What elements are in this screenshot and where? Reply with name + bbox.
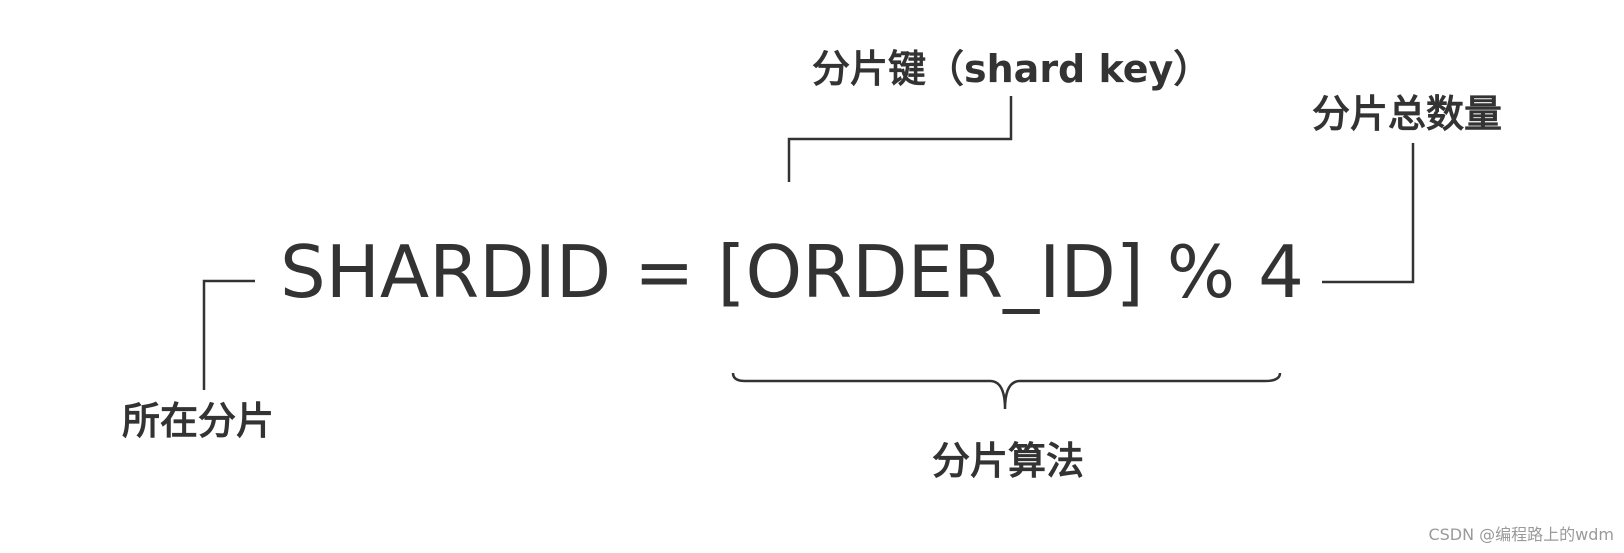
current-shard-label: 所在分片 [122,399,275,443]
current-shard-connector [202,279,255,390]
formula-lhs: SHARDID [280,230,612,314]
watermark: CSDN @编程路上的wdm [1428,525,1614,544]
formula-operator: % [1143,230,1259,314]
shard-key-connector [787,96,1013,182]
shard-algorithm-label: 分片算法 [932,439,1085,483]
shard-formula: SHARDID = [ORDER_ID] % 4 [280,236,1304,308]
total-shards-connector [1322,143,1415,284]
shard-key-label: 分片键（shard key） [812,47,1212,91]
algorithm-brace [731,372,1282,410]
formula-key: [ORDER_ID] [717,230,1144,314]
formula-equals: = [611,230,718,314]
formula-modulus: 4 [1258,230,1304,314]
total-shards-label: 分片总数量 [1312,92,1503,136]
